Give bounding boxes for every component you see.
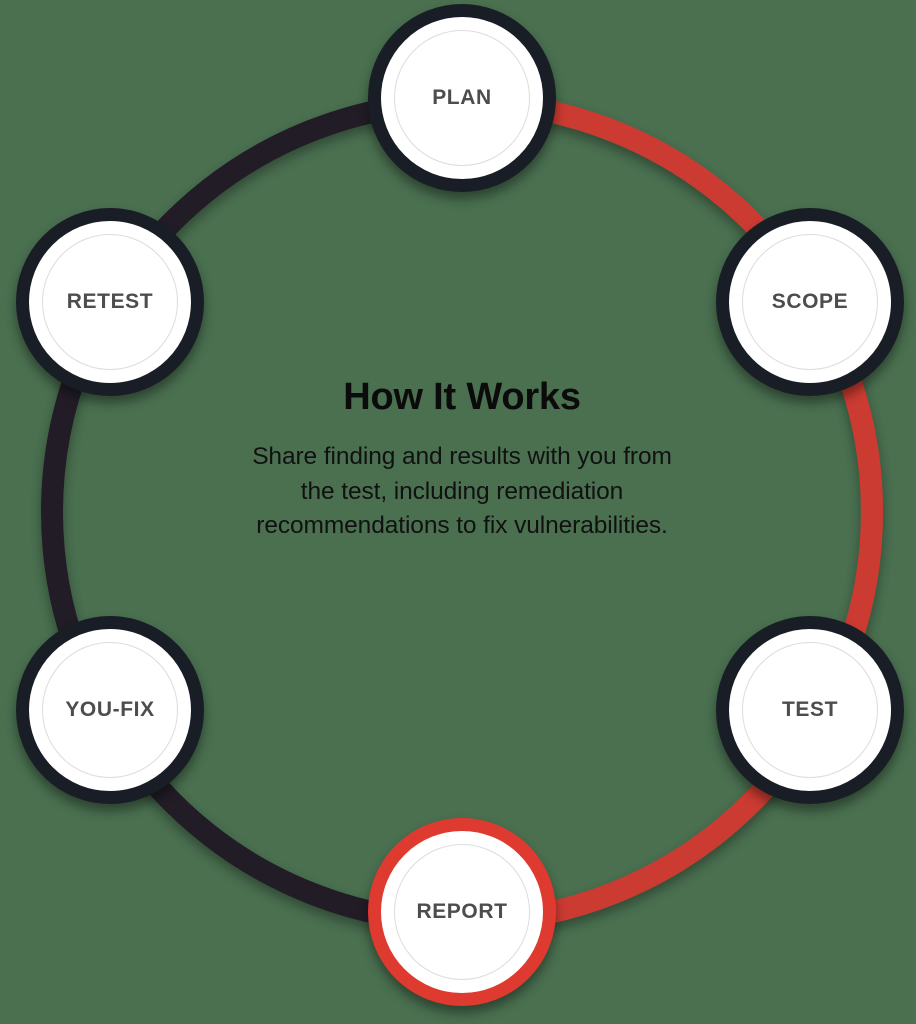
cycle-node-retest[interactable]: RETEST	[16, 208, 204, 396]
cycle-node-label-plan: PLAN	[432, 86, 492, 109]
node-inner-ring	[42, 234, 178, 370]
node-inner-ring	[742, 234, 878, 370]
cycle-node-you-fix[interactable]: YOU-FIX	[16, 616, 204, 804]
cycle-node-plan[interactable]: PLAN	[368, 4, 556, 192]
cycle-node-scope[interactable]: SCOPE	[716, 208, 904, 396]
cycle-node-report[interactable]: REPORT	[368, 818, 556, 1006]
node-inner-ring	[742, 642, 878, 778]
cycle-node-test[interactable]: TEST	[716, 616, 904, 804]
cycle-node-label-you-fix: YOU-FIX	[65, 698, 155, 721]
cycle-node-label-scope: SCOPE	[771, 290, 849, 313]
node-inner-ring	[42, 642, 178, 778]
cycle-node-label-retest: RETEST	[66, 290, 154, 313]
node-inner-ring	[394, 844, 530, 980]
cycle-node-label-report: REPORT	[416, 900, 508, 923]
cycle-node-label-test: TEST	[781, 698, 839, 721]
cycle-arc-progress	[461, 91, 883, 933]
cycle-arc-remaining	[41, 91, 463, 933]
node-inner-ring	[394, 30, 530, 166]
